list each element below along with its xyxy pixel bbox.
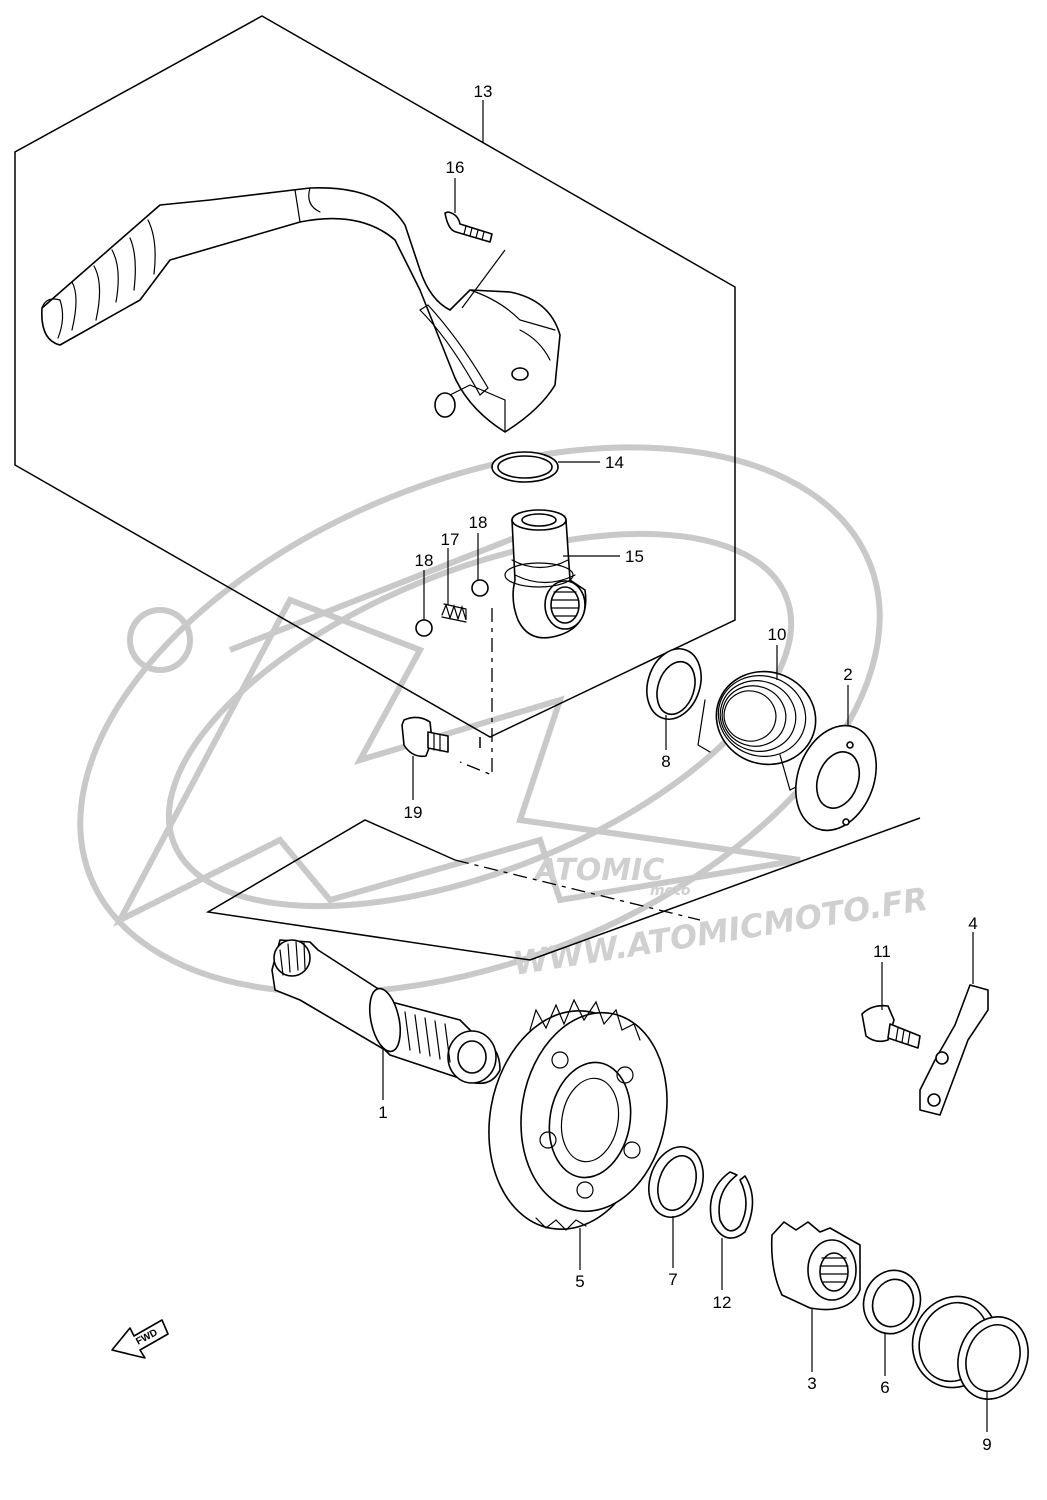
callout-2[interactable]: 2 — [843, 665, 852, 684]
kick-ratchet-part-3[interactable] — [770, 1221, 861, 1311]
kick-shaft-part-1[interactable] — [271, 939, 501, 1085]
callout-11[interactable]: 11 — [873, 942, 891, 961]
kick-lever-part-13[interactable] — [41, 187, 561, 433]
part-number-labels: 13 16 14 15 18 17 18 19 10 2 8 11 4 1 5 … — [378, 82, 991, 1454]
callout-14[interactable]: 14 — [605, 453, 624, 472]
circlip-part-12[interactable] — [709, 1171, 754, 1239]
kick-shaft-spindle-part-15[interactable] — [504, 509, 587, 639]
steel-ball-part-18-right[interactable] — [471, 579, 489, 597]
washer-part-2[interactable] — [782, 714, 890, 841]
leader-lines — [382, 100, 988, 1432]
callout-7[interactable]: 7 — [668, 1270, 677, 1289]
callout-4[interactable]: 4 — [968, 914, 977, 933]
kick-return-spring-part-10[interactable] — [697, 659, 828, 791]
callout-12[interactable]: 12 — [713, 1293, 732, 1312]
callout-10[interactable]: 10 — [768, 625, 787, 644]
forward-direction-arrow: FWD — [111, 1319, 169, 1359]
callout-8[interactable]: 8 — [661, 752, 670, 771]
bolt-part-11[interactable] — [861, 1004, 921, 1049]
callout-1[interactable]: 1 — [378, 1103, 387, 1122]
callout-19[interactable]: 19 — [404, 803, 423, 822]
bolt-part-19[interactable] — [401, 716, 449, 758]
washer-part-7[interactable] — [640, 1140, 712, 1225]
leader-16-lever — [461, 249, 506, 309]
watermark-brand-sub: moto — [650, 883, 691, 899]
callout-13[interactable]: 13 — [474, 82, 493, 101]
callout-16[interactable]: 16 — [446, 158, 465, 177]
callout-18-right[interactable]: 18 — [469, 513, 488, 532]
callout-9[interactable]: 9 — [982, 1435, 991, 1454]
axis-line-shaft — [454, 859, 701, 921]
assembly-frame-shaft — [205, 817, 921, 961]
spring-part-17[interactable] — [441, 603, 467, 623]
screw-part-16[interactable] — [444, 211, 493, 243]
callout-17[interactable]: 17 — [441, 530, 460, 549]
steel-ball-part-18-left[interactable] — [415, 619, 433, 637]
assembly-frame-13 — [14, 15, 736, 738]
ratchet-spring-part-9[interactable] — [900, 1284, 1040, 1409]
axis-line-19-15 — [459, 608, 493, 776]
callout-15[interactable]: 15 — [625, 547, 644, 566]
callout-5[interactable]: 5 — [575, 1272, 584, 1291]
callout-3[interactable]: 3 — [807, 1374, 816, 1393]
o-ring-part-14[interactable] — [491, 451, 559, 483]
callout-18-left[interactable]: 18 — [415, 551, 434, 570]
callout-6[interactable]: 6 — [880, 1378, 889, 1397]
kick-gear-part-5[interactable] — [472, 998, 682, 1242]
washer-part-6[interactable] — [855, 1263, 928, 1341]
oil-seal-part-8[interactable] — [638, 642, 710, 727]
watermark-brand: ATOMIC — [533, 853, 664, 888]
guide-plate-part-4[interactable] — [919, 984, 989, 1116]
